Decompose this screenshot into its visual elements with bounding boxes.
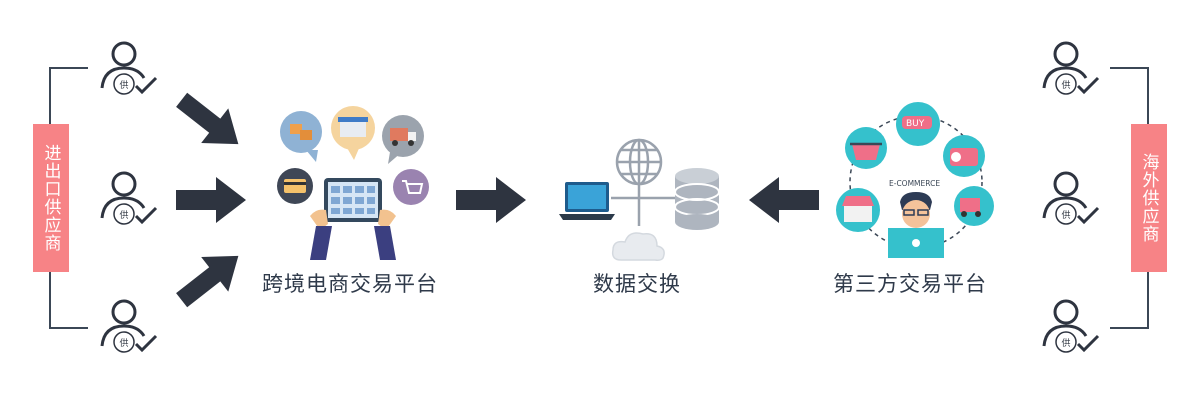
supplier-seal-text: 供: [120, 79, 129, 91]
arrow-icon: [176, 255, 239, 308]
delivery-icon: [954, 186, 994, 226]
buy-tag-icon: BUY: [896, 102, 940, 146]
left-group-label: 进出口供应商: [33, 124, 69, 272]
store-bubble-icon: [331, 106, 375, 160]
arrow-icon: [176, 92, 239, 145]
platform-illustration: [277, 106, 429, 260]
supplier-icon: 供: [1042, 41, 1100, 95]
arrow-icon: [176, 177, 246, 223]
right-group-label: 海外供应商: [1131, 124, 1167, 272]
wallet-icon: [943, 135, 985, 177]
platform-caption: 跨境电商交易平台: [262, 272, 438, 296]
parcels-bubble-icon: [280, 111, 322, 162]
supplier-seal-text: 供: [1062, 79, 1071, 91]
exchange-caption: 数据交换: [593, 272, 681, 296]
supplier-seal-text: 供: [1062, 337, 1071, 349]
cloud-icon: [611, 232, 665, 261]
laptop-icon: [559, 182, 615, 220]
arrow-icon: [456, 177, 526, 223]
supplier-icon: 供: [1042, 171, 1100, 225]
supplier-seal-text: 供: [120, 337, 129, 349]
arrow-icon: [749, 177, 819, 223]
third-party-caption: 第三方交易平台: [833, 272, 987, 296]
truck-bubble-icon: [382, 115, 424, 164]
cart-bubble-icon: [393, 169, 429, 205]
supplier-icon: 供: [1042, 299, 1100, 353]
basket-icon: [845, 127, 887, 169]
database-icon: [674, 168, 720, 230]
exchange-illustration: [559, 138, 720, 261]
card-bubble-icon: [277, 168, 313, 204]
supplier-icon: 供: [100, 41, 158, 95]
buy-tag-text: BUY: [906, 119, 925, 129]
ecommerce-badge: E-COMMERCE: [889, 179, 940, 188]
supplier-seal-text: 供: [120, 209, 129, 221]
supplier-icon: 供: [100, 171, 158, 225]
globe-icon: [615, 138, 663, 186]
person-with-laptop-icon: [888, 192, 944, 258]
tablet-icon: [324, 178, 382, 222]
third-party-illustration: BUY E-COMMERCE: [836, 102, 994, 258]
shop-icon: [836, 188, 880, 232]
supplier-icon: 供: [100, 299, 158, 353]
supplier-seal-text: 供: [1062, 209, 1071, 221]
